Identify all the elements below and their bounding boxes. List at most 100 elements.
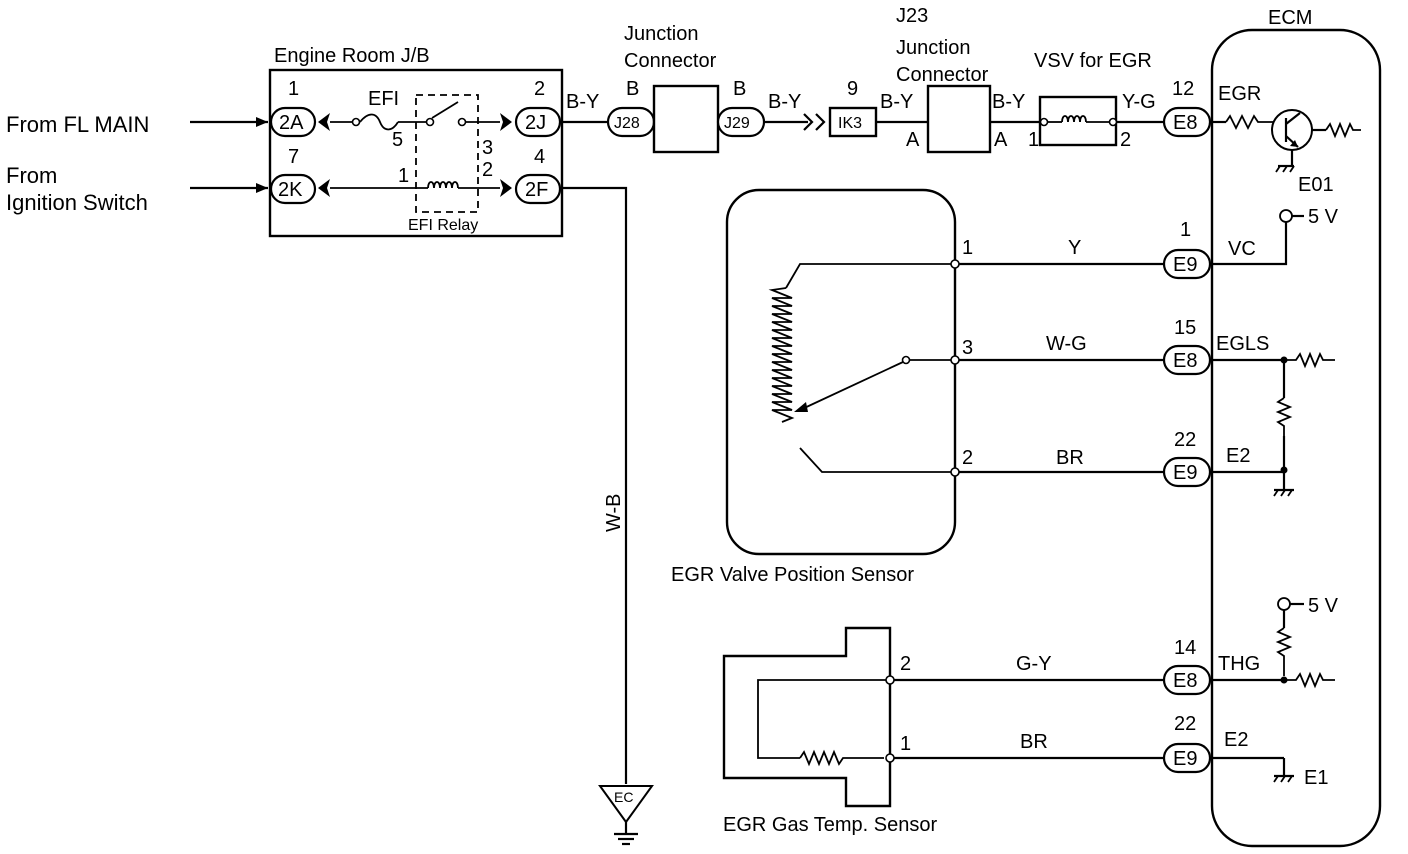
jb-pin-4: 4 <box>534 146 545 168</box>
jb-pin-1: 1 <box>288 78 299 100</box>
ecm-pin-thg: 14 <box>1174 637 1196 659</box>
ground-ec-label: EC <box>614 789 633 805</box>
connector-ik3: 9 IK3 <box>828 78 878 138</box>
ecm-conn-egls: E8 <box>1173 350 1197 372</box>
vsv-title: VSV for EGR <box>1034 50 1152 72</box>
ecm-sig-vc: VC <box>1228 238 1256 260</box>
ecm-pin-12: 12 <box>1172 78 1194 100</box>
arrow-icon <box>190 117 268 193</box>
evps-pin-1: 1 <box>962 237 973 259</box>
ecm-conn-egr: E8 <box>1173 112 1197 134</box>
wire-br-2: BR <box>1020 731 1048 753</box>
jb-pin-2b: 2 <box>482 159 493 181</box>
j23-title-2: Junction <box>896 37 971 59</box>
wire-y: Y <box>1068 237 1081 259</box>
ecm-sig-egr: EGR <box>1218 83 1261 105</box>
connector-j29-label: J29 <box>724 115 750 132</box>
fuse-label: EFI <box>368 88 399 110</box>
relay-coil-icon <box>427 181 459 189</box>
vsv-coil-icon <box>1061 115 1087 123</box>
ecm-sig-e2a: E2 <box>1226 445 1250 467</box>
ecm-module: ECM 12 E8 EGR E01 1 E9 VC 5 V 15 E8 <box>1162 7 1382 848</box>
jb-pin-2: 2 <box>534 78 545 100</box>
j23-title-3: Connector <box>896 64 989 86</box>
wire-by-2: B-Y <box>768 91 801 113</box>
ecm-gnd-e01: E01 <box>1298 174 1334 196</box>
evps-pin-2: 2 <box>962 447 973 469</box>
connector-2f: 2F <box>514 173 562 205</box>
jb-title: Engine Room J/B <box>274 45 430 67</box>
ecm-pin-egls: 15 <box>1174 317 1196 339</box>
connector-2a-label: 2A <box>279 112 304 134</box>
wire-by-1: B-Y <box>566 91 599 113</box>
source-ignition-label-line2: Ignition Switch <box>6 190 148 215</box>
ecm-volt-1: 5 V <box>1308 206 1339 228</box>
egts-pin-1: 1 <box>900 733 911 755</box>
junction-pin-right: B <box>733 78 746 100</box>
resistor-icon <box>1225 113 1274 131</box>
ecm-pin-e2b: 22 <box>1174 713 1196 735</box>
connector-2j-label: 2J <box>525 112 546 134</box>
wire-by-4: B-Y <box>992 91 1025 113</box>
junction-connector-j23: J23 Junction Connector A A <box>896 5 1008 154</box>
junction-connector-j28-j29: Junction Connector B B J28 J29 <box>606 23 766 154</box>
ecm-volt-2: 5 V <box>1308 595 1339 617</box>
ecm-conn-thg: E8 <box>1173 670 1197 692</box>
connector-2k-label: 2K <box>278 179 303 201</box>
junction-pin-left: B <box>626 78 639 100</box>
wire-wb: W-B <box>603 493 625 532</box>
wire-yg: Y-G <box>1122 91 1156 113</box>
ecm-conn-e2a: E9 <box>1173 462 1197 484</box>
wire-wg: W-G <box>1046 333 1087 355</box>
connector-2f-label: 2F <box>525 179 548 201</box>
ecm-conn-vc: E9 <box>1173 254 1197 276</box>
ecm-gnd-e1: E1 <box>1304 767 1328 789</box>
ecm-sig-thg: THG <box>1218 653 1260 675</box>
source-fl-main-label: From FL MAIN <box>6 112 149 137</box>
thermistor-icon <box>799 749 884 767</box>
fuse-icon <box>359 113 399 131</box>
egr-valve-position-sensor: 1 3 2 EGR Valve Position Sensor <box>671 188 973 586</box>
egts-pin-2: 2 <box>900 653 911 675</box>
wire-br-1: BR <box>1056 447 1084 469</box>
j23-pin-left: A <box>906 129 920 151</box>
j23-pin-right: A <box>994 129 1008 151</box>
ecm-sig-e2b: E2 <box>1224 729 1248 751</box>
ecm-sig-egls: EGLS <box>1216 333 1269 355</box>
ecm-title: ECM <box>1268 7 1312 29</box>
resistor-icon <box>1275 397 1293 436</box>
junction-title-1: Junction <box>624 23 699 45</box>
chevron-icon <box>803 113 826 131</box>
ecm-pin-vc: 1 <box>1180 219 1191 241</box>
egr-gas-temp-sensor: 2 1 EGR Gas Temp. Sensor <box>722 626 938 836</box>
jb-pin-7: 7 <box>288 146 299 168</box>
vsv-pin-1: 1 <box>1028 129 1039 151</box>
ground-ec-icon: EC <box>598 785 654 846</box>
wire-by-3: B-Y <box>880 91 913 113</box>
source-ignition-label-line1: From <box>6 163 57 188</box>
ecm-conn-e2b: E9 <box>1173 748 1197 770</box>
relay-label: EFI Relay <box>408 217 478 234</box>
connector-j28-label: J28 <box>614 115 640 132</box>
evps-pin-3: 3 <box>962 337 973 359</box>
ecm-pin-e2a: 22 <box>1174 429 1196 451</box>
chevron-icon <box>318 113 512 197</box>
j23-title-1: J23 <box>896 5 928 27</box>
ik3-label: IK3 <box>838 115 862 132</box>
engine-room-junction-block: Engine Room J/B 1 7 2 4 2A 2K 2J 2F <box>268 45 564 238</box>
connector-2k: 2K <box>269 173 317 205</box>
jb-pin-5: 5 <box>392 129 403 151</box>
egts-title: EGR Gas Temp. Sensor <box>723 814 938 836</box>
evps-title: EGR Valve Position Sensor <box>671 564 914 586</box>
connector-2j: 2J <box>514 106 562 138</box>
wire-gy: G-Y <box>1016 653 1052 675</box>
jb-pin-3: 3 <box>482 137 493 159</box>
potentiometer-icon <box>768 287 795 423</box>
vsv-pin-2: 2 <box>1120 129 1131 151</box>
ik3-pin: 9 <box>847 78 858 100</box>
vsv-for-egr: VSV for EGR 1 2 <box>1028 50 1152 151</box>
jb-pin-1b: 1 <box>398 165 409 187</box>
junction-title-2: Connector <box>624 50 717 72</box>
connector-2a: 2A <box>269 106 317 138</box>
